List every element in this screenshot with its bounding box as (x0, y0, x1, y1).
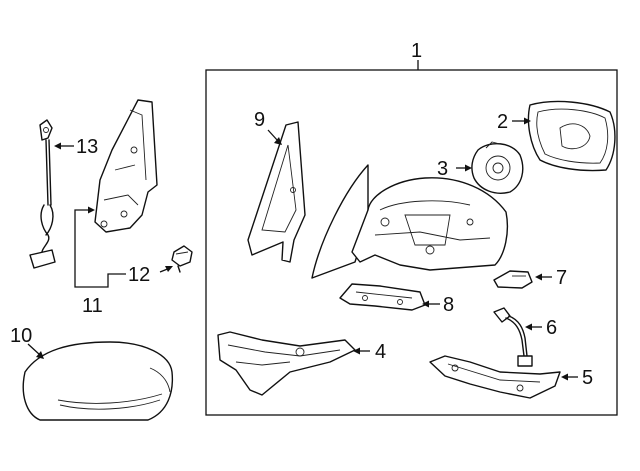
arrowhead-10 (36, 351, 44, 359)
part-4-turn-signal-lamp[interactable] (217, 331, 356, 396)
bracket-11 (74, 209, 126, 288)
callout-3[interactable]: 3 (437, 158, 448, 180)
part-11-mirror-base[interactable] (94, 99, 158, 233)
arrowhead-11 (88, 206, 95, 214)
callout-2[interactable]: 2 (497, 111, 508, 133)
assembly-frame (205, 69, 618, 416)
callout-1[interactable]: 1 (411, 40, 422, 62)
arrowhead-2 (524, 117, 531, 125)
part-12-clip[interactable] (171, 245, 193, 273)
part-1-mirror-housing[interactable] (311, 164, 509, 279)
arrowhead-7 (535, 273, 542, 281)
callout-7[interactable]: 7 (556, 267, 567, 289)
part-6-wire-harness[interactable] (493, 307, 533, 367)
arrowhead-6 (525, 323, 532, 331)
callout-6[interactable]: 6 (546, 317, 557, 339)
part-10-mirror-cover[interactable] (22, 341, 174, 421)
part-8-lamp-bracket[interactable] (339, 283, 426, 311)
part-5-lower-bracket[interactable] (429, 355, 561, 399)
leader-9 (267, 129, 279, 142)
arrowhead-9 (274, 137, 282, 145)
arrowhead-5 (561, 373, 568, 381)
callout-11[interactable]: 11 (82, 295, 103, 317)
callout-13[interactable]: 13 (76, 136, 98, 158)
part-2-mirror-glass[interactable] (527, 100, 616, 172)
callout-8[interactable]: 8 (443, 294, 454, 316)
callout-4[interactable]: 4 (375, 341, 386, 363)
arrowhead-13 (54, 142, 61, 150)
part-7-connector[interactable] (493, 270, 533, 289)
part-9-inner-cover[interactable] (247, 121, 306, 263)
arrowhead-12 (165, 266, 173, 272)
callout-9[interactable]: 9 (254, 109, 265, 131)
callout-10[interactable]: 10 (10, 325, 32, 347)
arrowhead-3 (465, 164, 472, 172)
callout-12[interactable]: 12 (128, 264, 150, 286)
part-13-harness[interactable] (29, 119, 56, 269)
arrowhead-4 (353, 347, 360, 355)
part-3-mirror-motor[interactable] (471, 141, 524, 194)
callout-5[interactable]: 5 (582, 367, 593, 389)
leader-10 (27, 343, 41, 356)
arrowhead-8 (422, 300, 429, 308)
